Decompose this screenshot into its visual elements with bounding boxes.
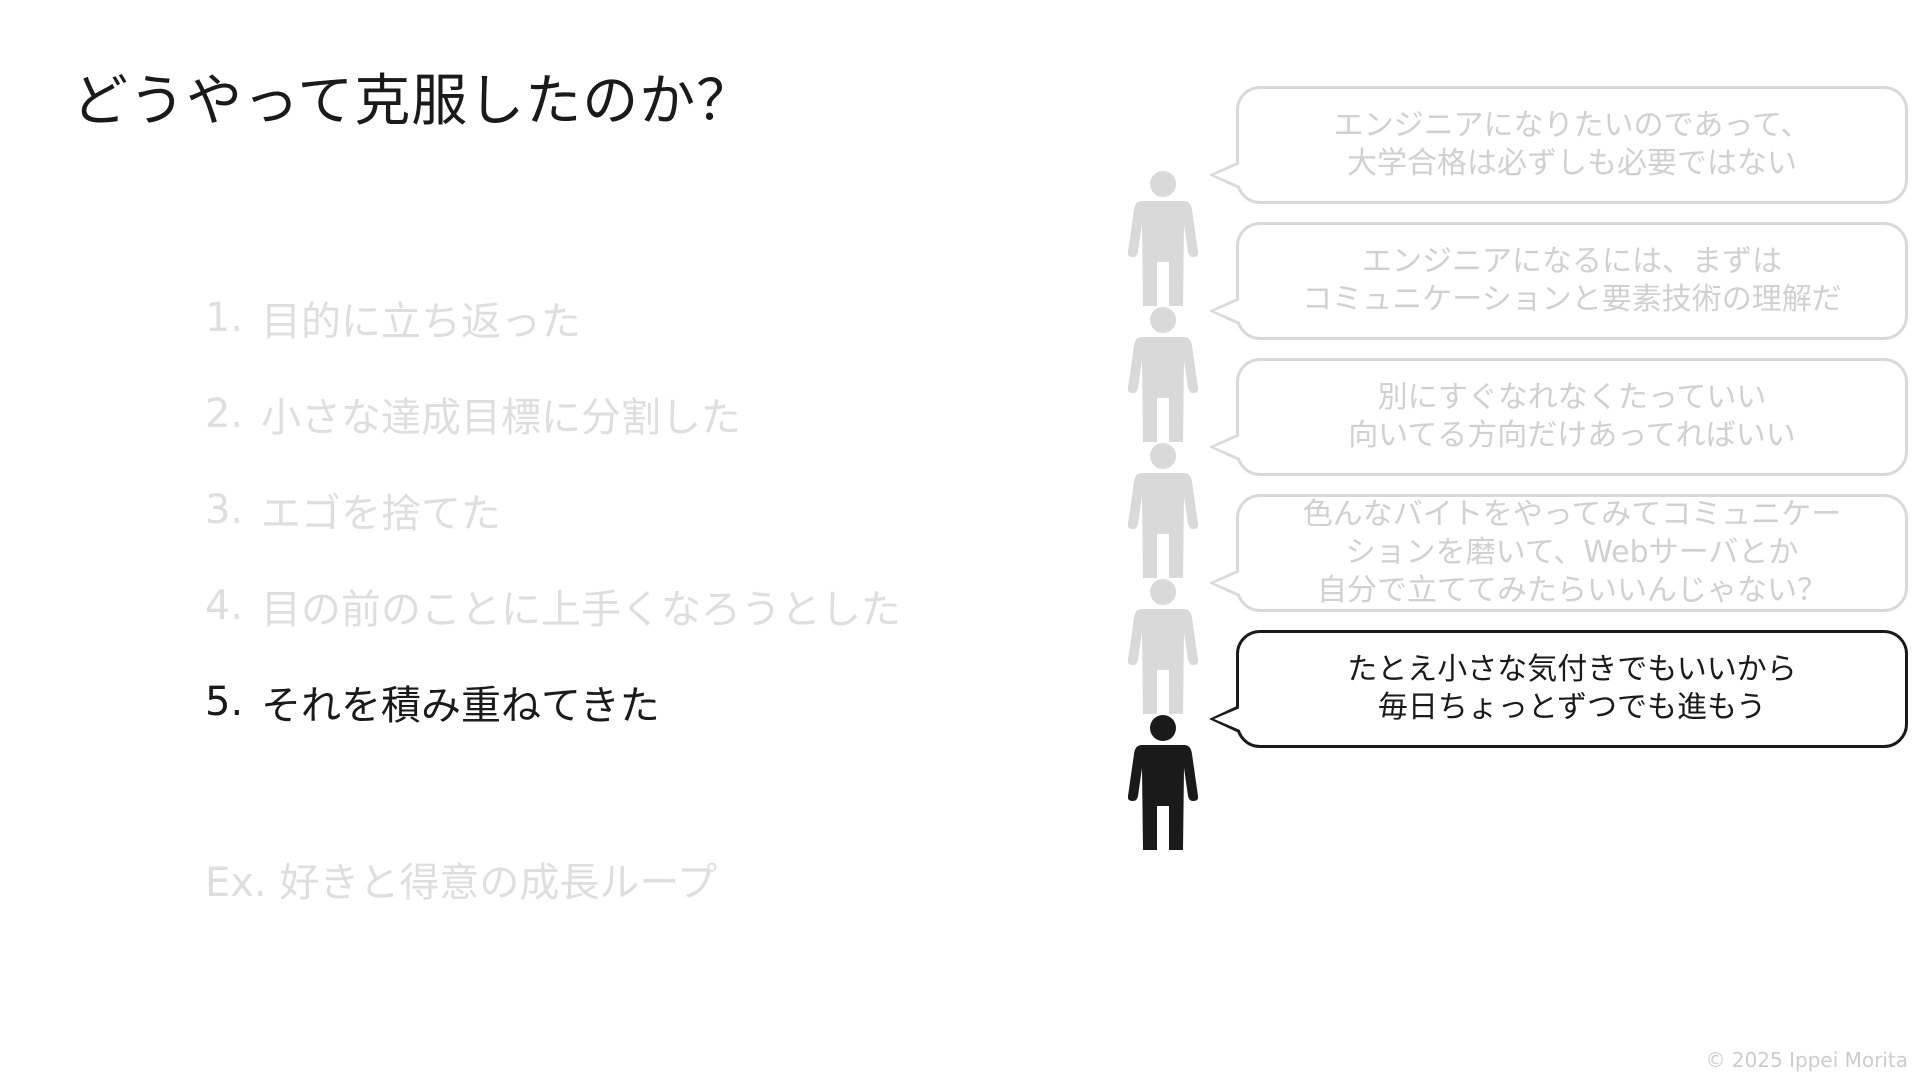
speech-bubble-2: エンジニアになるには、まずは コミュニケーションと要素技術の理解だ — [1209, 222, 1908, 340]
speech-bubble-3: 別にすぐなれなくたっていい 向いてる方向だけあってればいい — [1209, 358, 1908, 476]
copyright: © 2025 Ippei Morita — [1705, 1048, 1909, 1072]
list-item-4: 4. 目の前のことに上手くなろうとした — [205, 558, 901, 654]
overcome-list: 1. 目的に立ち返った 2. 小さな達成目標に分割した 3. エゴを捨てた 4.… — [205, 270, 901, 750]
list-item-text: エゴを捨てた — [261, 491, 501, 537]
person-icon — [1128, 306, 1198, 442]
person-icon — [1128, 442, 1198, 578]
list-item-text: それを積み重ねてきた — [261, 683, 660, 729]
bubble-line: エンジニアになるには、まずは — [1362, 244, 1782, 279]
list-item-number: 4. — [205, 583, 244, 629]
list-item-number: 1. — [205, 295, 244, 341]
bubble-line: たとえ小さな気付きでもいいから — [1347, 652, 1797, 687]
bubble-line: 大学合格は必ずしも必要ではない — [1347, 146, 1797, 181]
bubble-line: コミュニケーションと要素技術の理解だ — [1302, 282, 1842, 317]
list-item-5: 5. それを積み重ねてきた — [205, 654, 901, 750]
list-item-number: 3. — [205, 487, 244, 533]
list-item-number: 2. — [205, 391, 244, 437]
list-item-3: 3. エゴを捨てた — [205, 462, 901, 558]
list-item-text: 小さな達成目標に分割した — [261, 395, 741, 441]
list-item-1: 1. 目的に立ち返った — [205, 270, 901, 366]
list-item-number: 5. — [205, 679, 244, 725]
speech-bubble-1: エンジニアになりたいのであって、 大学合格は必ずしも必要ではない — [1209, 86, 1908, 204]
bubble-line: 毎日ちょっとずつでも進もう — [1377, 690, 1767, 725]
page-title: どうやって克服したのか？ — [72, 69, 754, 134]
bubble-line: 色んなバイトをやってみてコミュニケー — [1302, 497, 1842, 532]
bubble-line: 別にすぐなれなくたっていい — [1377, 380, 1767, 415]
person-icon — [1128, 170, 1198, 306]
list-item-text: 目の前のことに上手くなろうとした — [261, 587, 901, 633]
list-item-text: 目的に立ち返った — [261, 299, 581, 345]
bubble-line: 向いてる方向だけあってればいい — [1348, 418, 1796, 453]
list-item-2: 2. 小さな達成目標に分割した — [205, 366, 901, 462]
speech-bubble-4: 色んなバイトをやってみてコミュニケー ションを磨いて、Webサーバとか 自分で立… — [1209, 494, 1908, 612]
bubble-line: 自分で立ててみたらいいんじゃない？ — [1317, 573, 1827, 608]
person-icon-active — [1128, 714, 1198, 850]
extra-note: Ex. 好きと得意の成長ループ — [205, 860, 717, 906]
person-icon — [1128, 578, 1198, 714]
bubble-line: ションを磨いて、Webサーバとか — [1345, 535, 1799, 570]
bubble-line: エンジニアになりたいのであって、 — [1333, 108, 1811, 143]
speech-bubble-5: たとえ小さな気付きでもいいから 毎日ちょっとずつでも進もう — [1209, 630, 1908, 748]
